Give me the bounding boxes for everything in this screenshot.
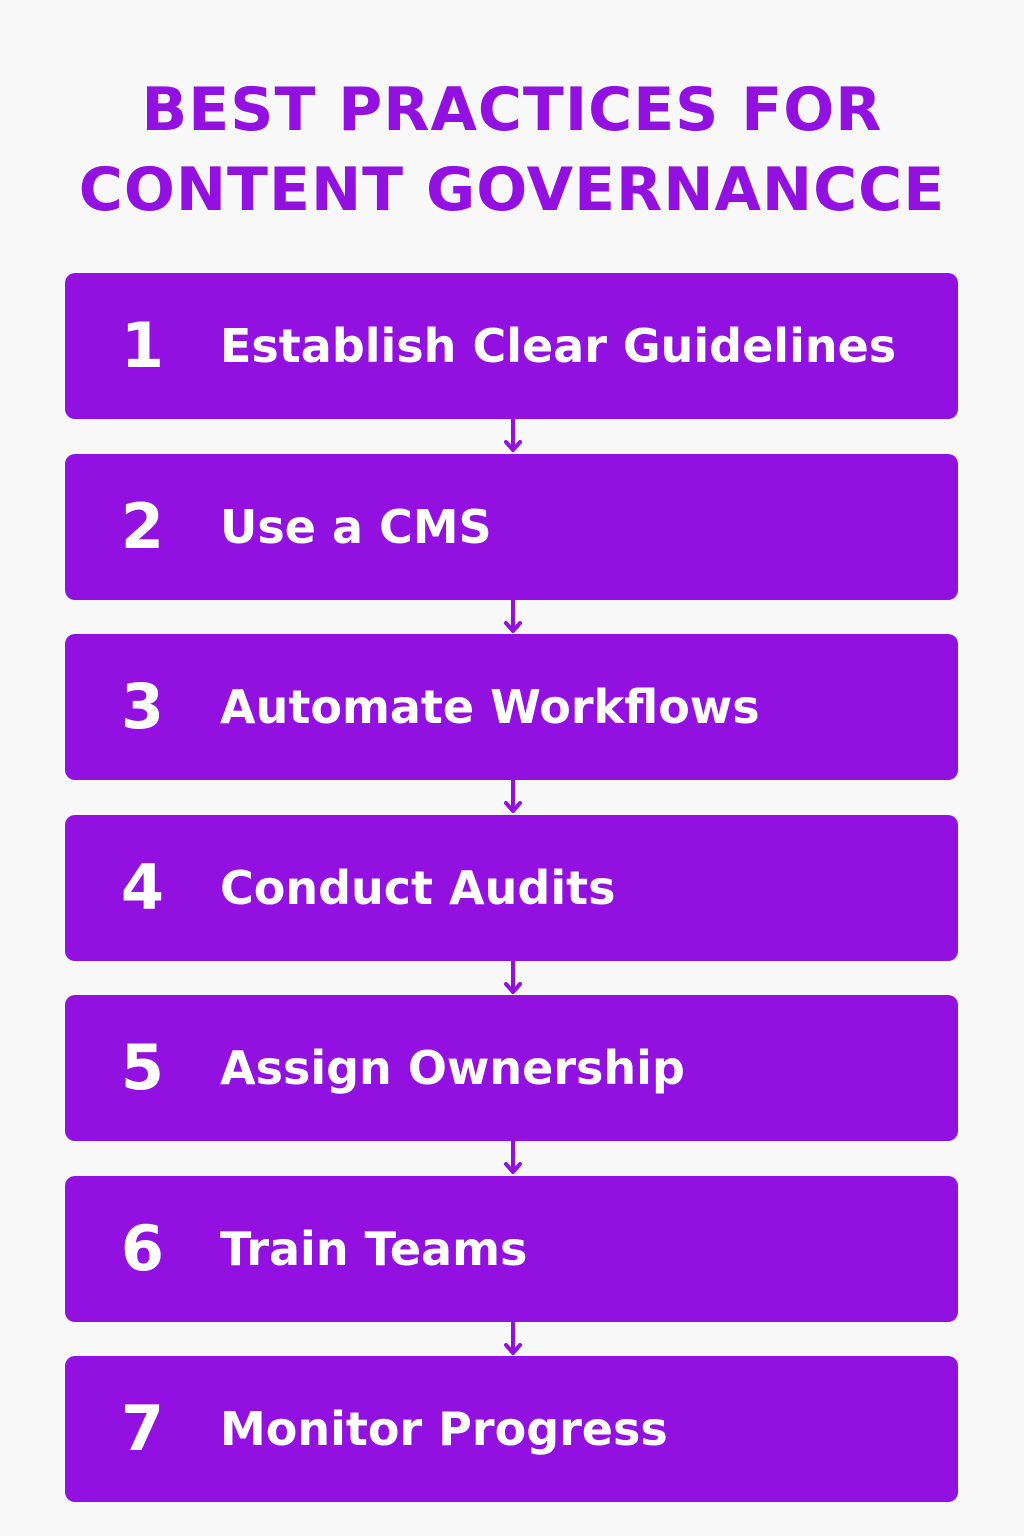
step-label: Conduct Audits [220, 860, 616, 915]
arrow-down-icon [503, 1321, 523, 1357]
step-number: 5 [120, 1031, 165, 1104]
step-box-3: 3 Automate Workflows [65, 634, 958, 813]
step-box-4: 4 Conduct Audits [65, 814, 958, 994]
step-number: 4 [120, 850, 165, 924]
step-label: Establish Clear Guidelines [220, 319, 897, 373]
step-label: Train Teams [220, 1221, 528, 1276]
title-line-2: CONTENT GOVERNANCCE [78, 155, 946, 225]
step-box-5: 5 Assign Ownership [65, 995, 958, 1174]
step-box-2: 2 Use a CMS [65, 453, 958, 633]
step-number: 1 [120, 309, 165, 382]
step-number: 2 [120, 489, 165, 563]
page-title: BEST PRACTICES FOR CONTENT GOVERNANCCE [0, 70, 1024, 230]
arrow-down-icon [503, 419, 523, 454]
step-label: Assign Ownership [220, 1041, 685, 1095]
step-label: Automate Workflows [220, 680, 760, 734]
arrow-down-icon [503, 599, 523, 635]
steps-list: 1 Establish Clear Guidelines 2 Use a CMS… [65, 273, 958, 1502]
step-box-6: 6 Train Teams [65, 1175, 958, 1355]
step-label: Use a CMS [220, 499, 492, 554]
step-box-7: 7 Monitor Progress [65, 1356, 958, 1502]
arrow-down-icon [503, 960, 523, 996]
step-number: 3 [120, 670, 165, 743]
step-number: 7 [120, 1392, 165, 1465]
title-line-1: BEST PRACTICES FOR [141, 75, 883, 145]
arrow-down-icon [503, 1141, 523, 1176]
step-number: 6 [120, 1211, 165, 1285]
step-box-1: 1 Establish Clear Guidelines [65, 273, 958, 452]
arrow-down-icon [503, 780, 523, 815]
step-label: Monitor Progress [220, 1402, 668, 1456]
